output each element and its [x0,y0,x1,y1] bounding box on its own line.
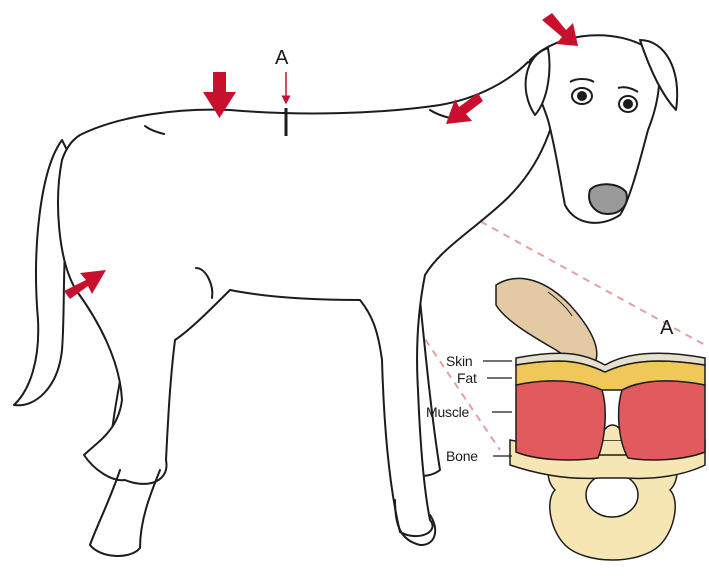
label-leader-lines [483,361,512,456]
dog-outline [14,62,560,556]
bone-label: Bone [446,449,478,463]
muscle-label: Muscle [426,405,469,419]
point-a-label: A [275,48,288,68]
tissue-cross-section [510,353,705,560]
finger [496,278,597,363]
cross-section-a-label: A [660,318,673,338]
muscle-right [619,380,705,460]
dog-body [58,62,560,536]
fat-label: Fat [457,371,477,385]
diagonal-arrow-icon [542,13,578,46]
skin-label: Skin [446,354,472,368]
finger-illustration [496,278,597,363]
muscle-left [516,380,605,460]
dog-nose [589,184,627,214]
